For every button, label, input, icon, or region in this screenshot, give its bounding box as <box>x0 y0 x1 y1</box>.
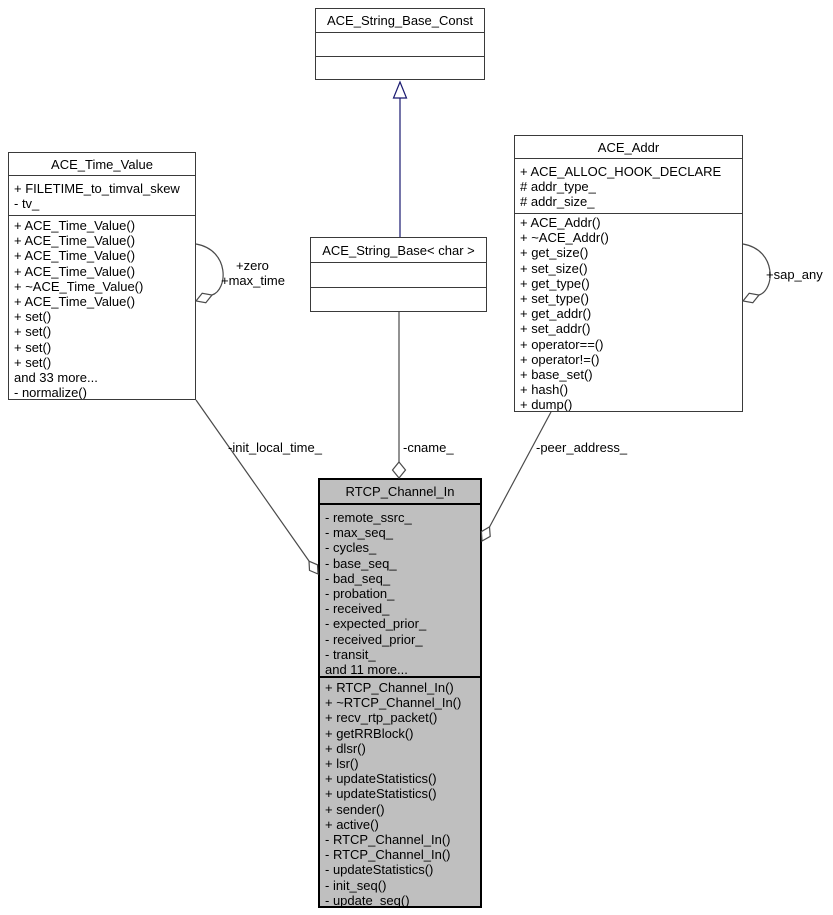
aggregation-edge-init-local-time <box>195 399 310 562</box>
attribute: - cycles_ <box>325 540 377 556</box>
method: + set() <box>14 354 52 370</box>
method: + getRRBlock() <box>325 725 414 741</box>
class-title: ACE_String_Base< char > <box>322 242 475 258</box>
attribute: - max_seq_ <box>325 525 393 541</box>
method: - RTCP_Channel_In() <box>325 847 451 863</box>
attribute: - transit_ <box>325 646 376 662</box>
method: + get_type() <box>520 275 590 291</box>
methods-compartment: + ACE_Time_Value() + ACE_Time_Value() + … <box>9 215 195 399</box>
class-title: ACE_String_Base_Const <box>327 13 473 28</box>
methods-compartment <box>311 287 486 311</box>
attribute: - base_seq_ <box>325 555 397 571</box>
method: + get_addr() <box>520 306 592 322</box>
method: + updateStatistics() <box>325 771 437 787</box>
attribute: # addr_type_ <box>520 179 596 195</box>
class-title: ACE_Time_Value <box>51 156 153 172</box>
class-title: RTCP_Channel_In <box>345 484 455 499</box>
method: + updateStatistics() <box>325 786 437 802</box>
attributes-compartment: - remote_ssrc_ - max_seq_ - cycles_ - ba… <box>320 503 480 676</box>
attributes-compartment: + ACE_ALLOC_HOOK_DECLARE # addr_type_ # … <box>515 158 742 213</box>
attribute: + ACE_ALLOC_HOOK_DECLARE <box>520 164 722 179</box>
method: + ACE_Time_Value() <box>14 233 136 249</box>
method: + set_type() <box>520 291 590 307</box>
attribute: - probation_ <box>325 586 395 602</box>
methods-compartment <box>316 56 484 79</box>
inheritance-arrowhead-icon <box>392 80 408 99</box>
class-node-ace-string-base-char[interactable]: ACE_String_Base< char > <box>310 237 487 312</box>
attribute: - remote_ssrc_ <box>325 510 412 525</box>
aggregation-diamond-icon <box>741 292 761 304</box>
method: + recv_rtp_packet() <box>325 710 438 726</box>
method: + sender() <box>325 801 385 817</box>
edge-label-max-time: +max_time <box>221 273 285 288</box>
edge-label-peer-address: -peer_address_ <box>536 440 628 455</box>
self-aggregation-edge-addr <box>742 243 771 296</box>
method: + dlsr() <box>325 740 366 756</box>
methods-compartment: + ACE_Addr() + ~ACE_Addr() + get_size() … <box>515 213 742 411</box>
attribute: - expected_prior_ <box>325 616 427 632</box>
method: + ACE_Addr() <box>520 215 601 230</box>
method: + ~RTCP_Channel_In() <box>325 695 462 711</box>
attribute: - received_prior_ <box>325 631 423 647</box>
aggregation-diamond-icon <box>480 525 491 542</box>
attributes-compartment <box>316 32 484 56</box>
edge-label-sap-any: +sap_any <box>766 267 823 282</box>
method: + RTCP_Channel_In() <box>325 680 454 695</box>
aggregation-diamond-icon <box>308 560 319 575</box>
method: - update_seq() <box>325 892 410 906</box>
method: + base_set() <box>520 367 593 383</box>
aggregation-diamond-icon <box>391 461 407 479</box>
attribute: - received_ <box>325 601 390 617</box>
method: + operator==() <box>520 336 604 352</box>
self-aggregation-edge-time-value <box>195 243 224 296</box>
method: + set() <box>14 309 52 325</box>
method: + ~ACE_Addr() <box>520 230 609 246</box>
method: - init_seq() <box>325 877 387 893</box>
methods-compartment: + RTCP_Channel_In() + ~RTCP_Channel_In()… <box>320 676 480 906</box>
method: - normalize() <box>14 385 87 399</box>
attribute: - tv_ <box>14 196 40 212</box>
class-node-ace-time-value[interactable]: ACE_Time_Value + FILETIME_to_timval_skew… <box>8 152 196 400</box>
method: + operator!=() <box>520 351 600 367</box>
class-node-rtcp-channel-in[interactable]: RTCP_Channel_In - remote_ssrc_ - max_seq… <box>318 478 482 908</box>
method: + get_size() <box>520 245 589 261</box>
method: + lsr() <box>325 756 359 772</box>
method: and 33 more... <box>14 370 98 386</box>
aggregation-edge-peer-address <box>488 411 552 528</box>
method: + ~ACE_Time_Value() <box>14 278 144 294</box>
method: + set() <box>14 324 52 340</box>
method: + ACE_Time_Value() <box>14 218 136 233</box>
attribute: - bad_seq_ <box>325 570 391 586</box>
class-title: ACE_Addr <box>597 139 660 155</box>
method: + ACE_Time_Value() <box>14 294 136 310</box>
attribute: + FILETIME_to_timval_skew <box>14 181 180 196</box>
attribute: and 11 more... <box>325 662 408 676</box>
edge-label-init-local-time: -init_local_time_ <box>228 440 323 455</box>
class-node-ace-addr[interactable]: ACE_Addr + ACE_ALLOC_HOOK_DECLARE # addr… <box>514 135 743 412</box>
attributes-compartment: + FILETIME_to_timval_skew - tv_ <box>9 175 195 215</box>
method: - RTCP_Channel_In() <box>325 832 451 848</box>
edge-label-cname: -cname_ <box>403 440 454 455</box>
attribute: # addr_size_ <box>520 194 595 210</box>
method: + dump() <box>520 397 573 411</box>
method: + set_addr() <box>520 321 591 337</box>
method: + ACE_Time_Value() <box>14 263 136 279</box>
method: + ACE_Time_Value() <box>14 248 136 264</box>
attributes-compartment <box>311 262 486 287</box>
method: + hash() <box>520 382 569 398</box>
method: + active() <box>325 816 379 832</box>
method: + set_size() <box>520 260 588 276</box>
class-node-ace-string-base-const[interactable]: ACE_String_Base_Const <box>315 8 485 80</box>
method: - updateStatistics() <box>325 862 434 878</box>
aggregation-diamond-icon <box>194 292 214 304</box>
edge-label-zero: +zero <box>236 258 269 273</box>
method: + set() <box>14 339 52 355</box>
